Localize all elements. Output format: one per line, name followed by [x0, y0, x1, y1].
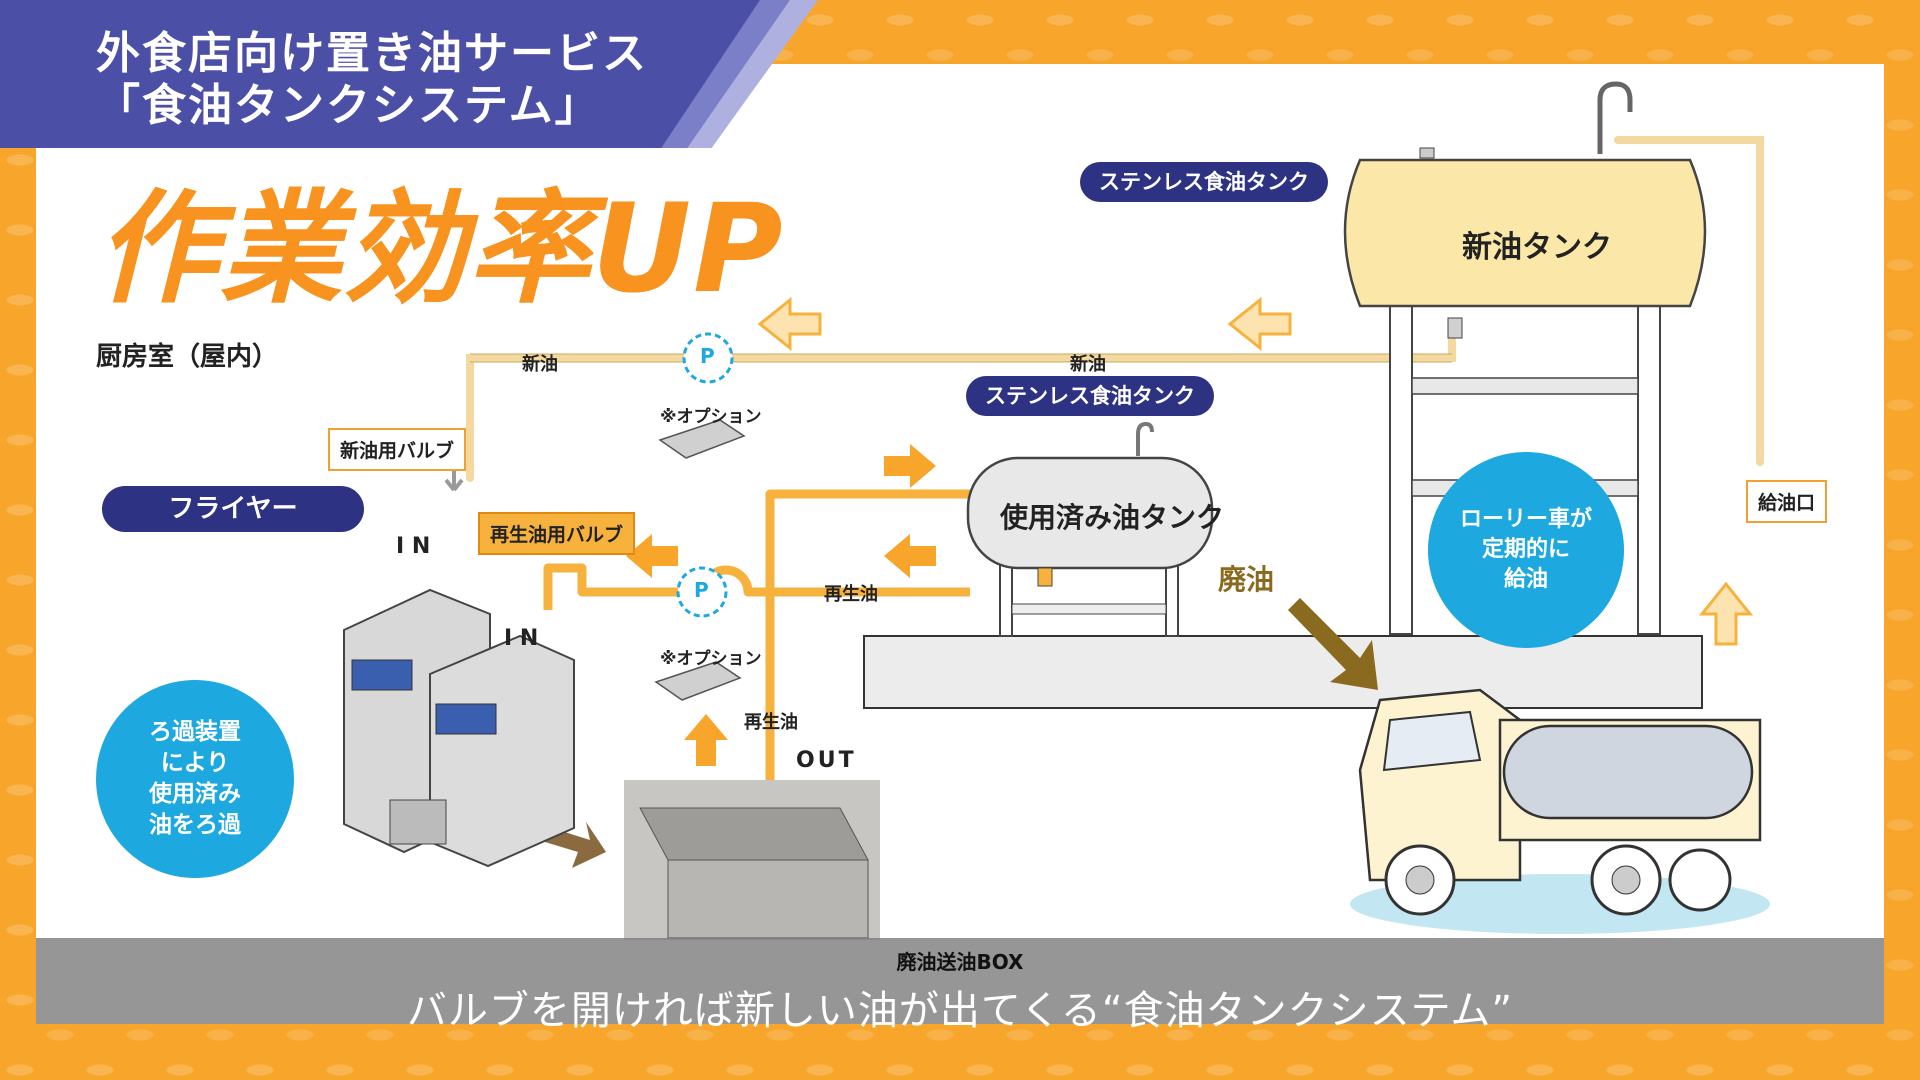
- arrow-left-valve: [626, 534, 678, 578]
- stainless-tank-label-1: ステンレス食油タンク: [1080, 162, 1328, 202]
- new-oil-tank-label: 新油タンク: [1462, 230, 1612, 265]
- regen-arrows: [626, 444, 936, 766]
- new-oil-pipe-outline: [470, 353, 1452, 363]
- title-band: [0, 0, 760, 148]
- main-heading: 作業効率UP: [96, 178, 785, 320]
- subtitle-bar: 廃油送油BOX バルブを開ければ新しい油が出てくる“食油タンクシステム”: [36, 938, 1884, 1034]
- filter-note-text: ろ過装置 により 使用済み 油をろ過: [149, 718, 241, 839]
- pump-label-2: P: [694, 578, 709, 602]
- pump-label-1: P: [700, 344, 715, 368]
- pump-machines: [654, 419, 746, 701]
- arrow-left-used: [884, 534, 936, 578]
- refuel-port-label: 給油口: [1746, 480, 1828, 523]
- new-oil-label-2: 新油: [1070, 354, 1106, 375]
- used-oil-tank-illustration: [966, 421, 1214, 637]
- subtitle-text: バルブを開ければ新しい油が出てくる“食油タンクシステム”: [406, 988, 1514, 1034]
- in-label-1: I N: [396, 534, 431, 559]
- fryer-illustration: [343, 458, 575, 868]
- pump-icons: [676, 332, 734, 618]
- flow-arrows: [757, 296, 1754, 646]
- regen-oil-label-2: 再生油: [744, 712, 798, 733]
- waste-oil-arrow: [1288, 598, 1378, 690]
- arrow-right-used: [884, 444, 936, 488]
- arrow-up-box: [684, 714, 728, 766]
- option-label-1: ※オプション: [660, 407, 762, 427]
- new-oil-label-1: 新油: [522, 354, 558, 375]
- arrow-up-right: [1698, 581, 1754, 646]
- regen-oil-label-1: 再生油: [824, 584, 878, 605]
- floor-slab: [863, 635, 1703, 709]
- arrow-left-2: [1227, 296, 1292, 352]
- lorry-note-text: ローリー車が 定期的に 給油: [1459, 507, 1592, 592]
- in-label-2: I N: [504, 626, 539, 651]
- waste-box-label: 廃油送油BOX: [896, 950, 1024, 974]
- new-oil-tank-illustration: [1343, 81, 1707, 635]
- kitchen-label: 厨房室（屋内）: [96, 342, 279, 372]
- waste-oil-box-illustration: [624, 780, 880, 940]
- title-line-2: 「食油タンクシステム」: [96, 80, 601, 131]
- used-oil-tank-label: 使用済み油タンク: [1000, 501, 1225, 534]
- out-label: OUT: [796, 748, 857, 773]
- waste-oil-label: 廃油: [1218, 563, 1275, 596]
- lorry-note: ローリー車が 定期的に 給油: [1428, 452, 1624, 648]
- fryer-label: フライヤー: [102, 486, 364, 532]
- filter-note: ろ過装置 により 使用済み 油をろ過: [96, 680, 294, 878]
- regen-valve-label: 再生油用バルブ: [478, 512, 636, 555]
- title-line-1: 外食店向け置き油サービス: [96, 28, 648, 79]
- option-label-2: ※オプション: [660, 649, 762, 669]
- lorry-truck-illustration: [1350, 688, 1770, 934]
- new-oil-valve-label: 新油用バルブ: [328, 428, 467, 471]
- stainless-tank-label-2: ステンレス食油タンク: [966, 376, 1214, 416]
- page-title: 外食店向け置き油サービス 「食油タンクシステム」: [96, 28, 648, 132]
- arrow-left-1: [757, 296, 822, 352]
